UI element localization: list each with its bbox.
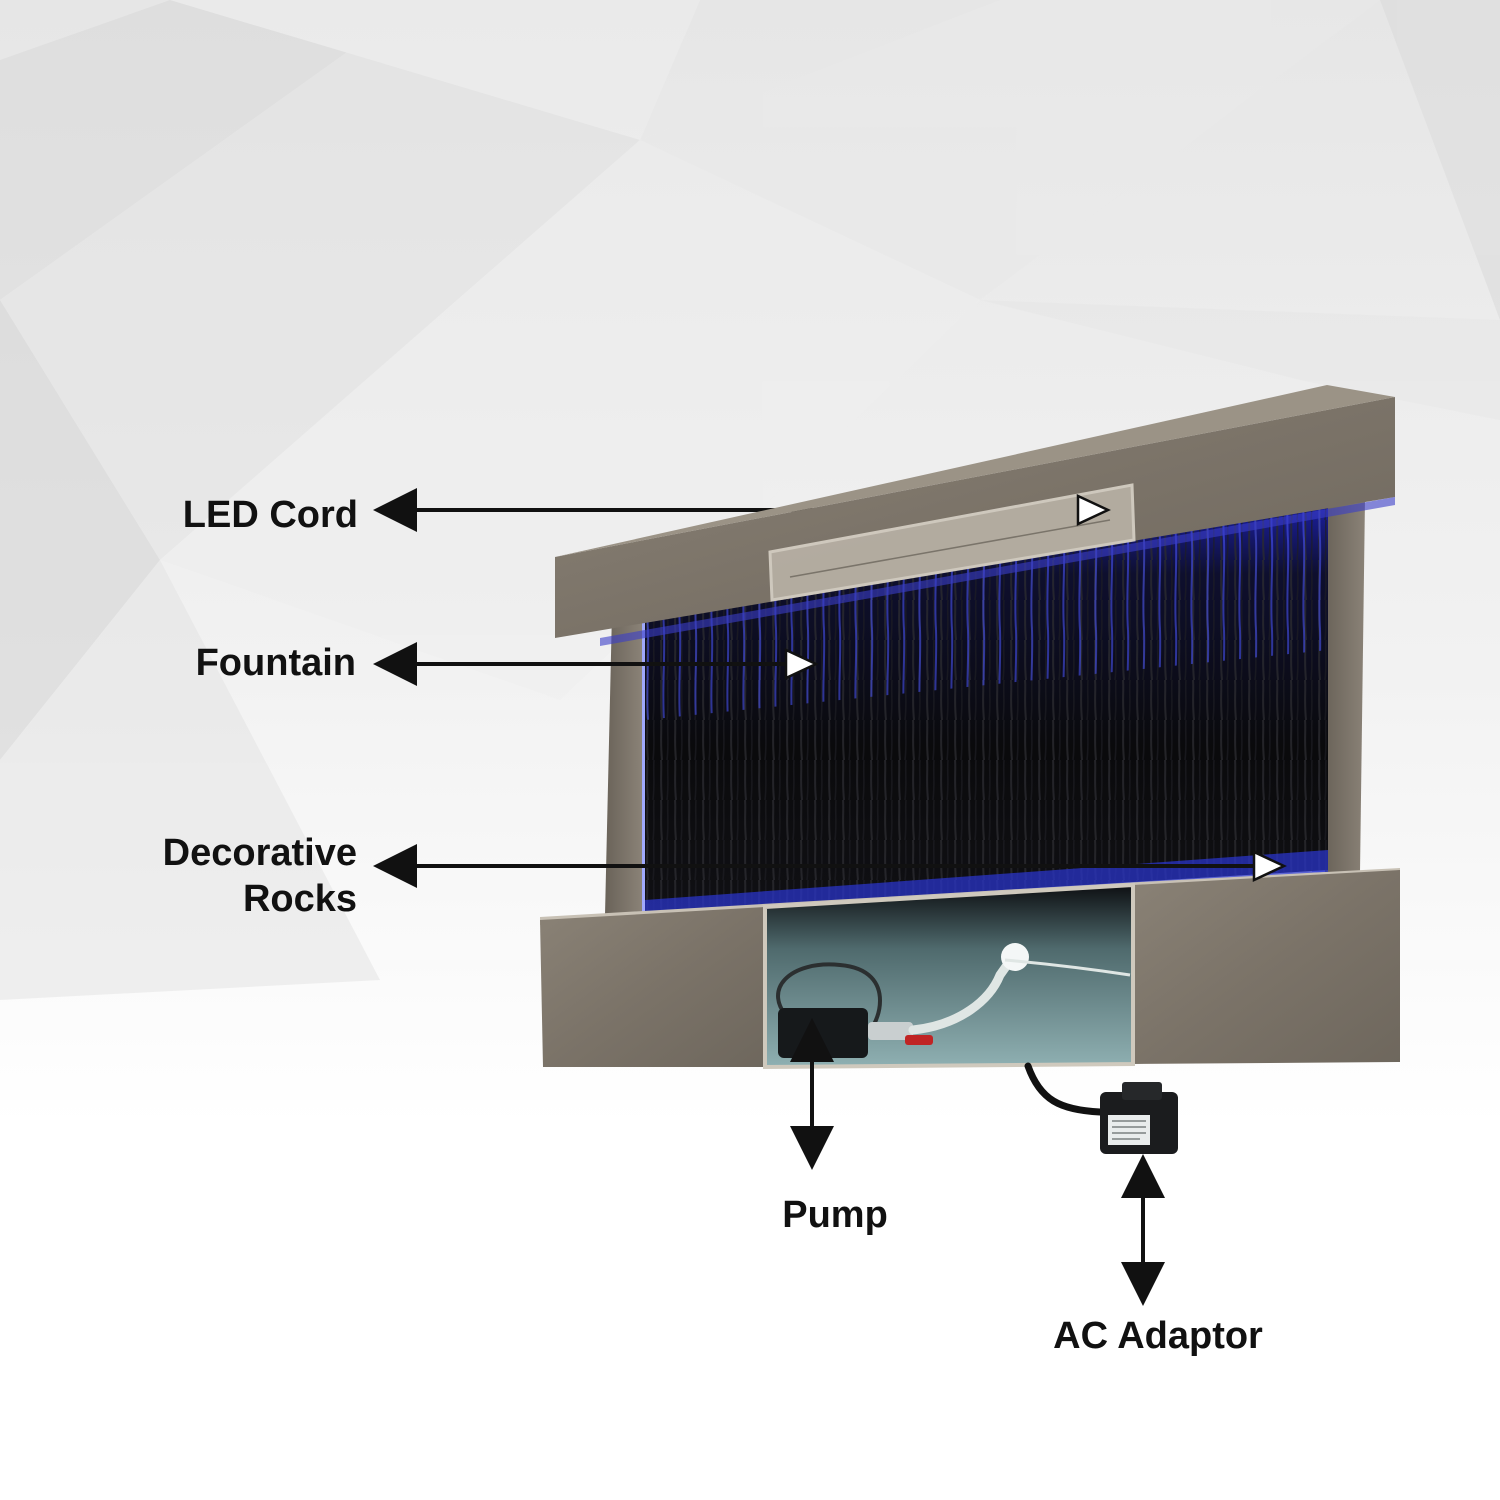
- rocks-arrow-open-head: [1252, 850, 1287, 882]
- led-cover: [768, 483, 1136, 602]
- top-beam-shadow: [600, 497, 1395, 646]
- label-led-cord: LED Cord: [182, 494, 358, 536]
- base-left-block: [540, 907, 765, 1067]
- ac-adaptor: [1024, 1062, 1178, 1154]
- rocks-arrow: [373, 844, 1287, 888]
- base-right-block: [1133, 870, 1400, 1064]
- label-ac-adaptor: AC Adaptor: [1053, 1315, 1263, 1357]
- led-arrow-open-head: [1076, 494, 1111, 526]
- left-post: [605, 612, 642, 915]
- right-post: [1325, 498, 1365, 872]
- label-decorative-rocks-line2: Rocks: [242, 878, 357, 920]
- fountain-arrow-open-head: [784, 648, 819, 680]
- label-fountain: Fountain: [195, 642, 356, 684]
- label-decorative-rocks-line1: Decorative: [162, 832, 357, 874]
- label-decorative-rocks: Decorative Rocks: [60, 830, 357, 922]
- background-facets: [0, 0, 1500, 1000]
- top-beam-top: [555, 385, 1395, 557]
- label-pump: Pump: [782, 1194, 888, 1236]
- fountain-arrow: [373, 642, 819, 686]
